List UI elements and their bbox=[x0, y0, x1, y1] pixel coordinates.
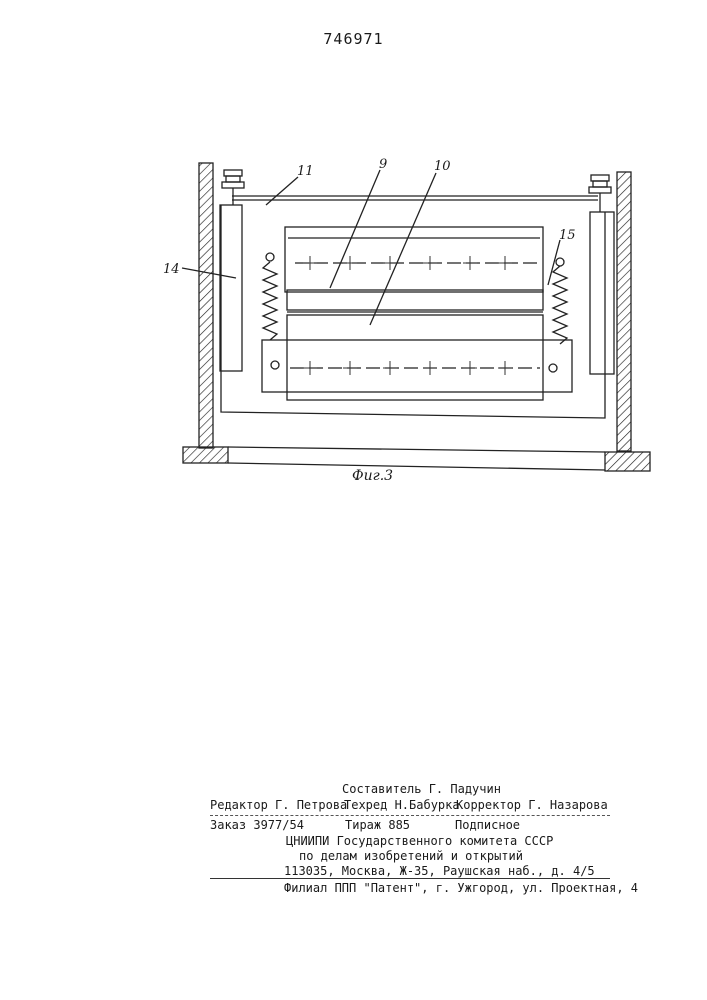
institute-line: ЦНИИПИ Государственного комитета СССР bbox=[286, 834, 553, 848]
corrector-line: Корректор Г. Назарова bbox=[456, 798, 608, 812]
circulation-line: Тираж 885 bbox=[345, 818, 410, 832]
callout-11: 11 bbox=[297, 164, 314, 179]
left-base-block bbox=[183, 447, 228, 463]
left-post bbox=[199, 163, 213, 448]
divider-top bbox=[210, 815, 610, 816]
branch-line: Филиал ППП "Патент", г. Ужгород, ул. Про… bbox=[284, 881, 638, 895]
order-line: Заказ 3977/54 bbox=[210, 818, 304, 832]
callout-14: 14 bbox=[163, 262, 180, 277]
right-spring bbox=[553, 266, 567, 344]
callout-9: 9 bbox=[379, 157, 387, 172]
compiler-line: Составитель Г. Падучин bbox=[342, 782, 501, 796]
techred-line: Техред Н.Бабурка bbox=[344, 798, 460, 812]
affairs-line: по делам изобретений и открытий bbox=[299, 849, 523, 863]
callout-10: 10 bbox=[434, 159, 451, 174]
callout-15: 15 bbox=[559, 228, 576, 243]
upper-roll bbox=[285, 227, 543, 292]
editor-line: Редактор Г. Петрова bbox=[210, 798, 347, 812]
divider-bottom bbox=[210, 878, 610, 879]
subscription-line: Подписное bbox=[455, 818, 520, 832]
right-post bbox=[617, 172, 631, 451]
right-side-block bbox=[590, 212, 614, 374]
lower-roll bbox=[287, 315, 543, 400]
address-line: 113035, Москва, Ж-35, Раушская наб., д. … bbox=[284, 864, 595, 878]
figure-label: Фиг.3 bbox=[352, 468, 393, 484]
left-side-block bbox=[220, 205, 242, 371]
right-base-block bbox=[605, 452, 650, 471]
left-spring bbox=[263, 262, 277, 340]
